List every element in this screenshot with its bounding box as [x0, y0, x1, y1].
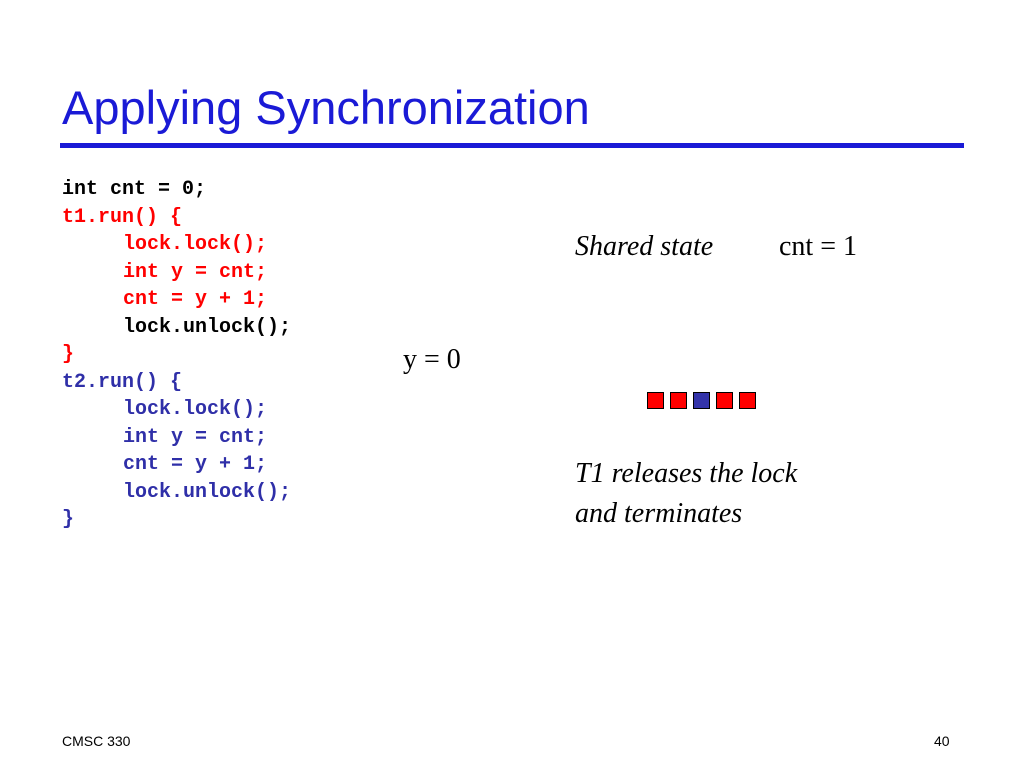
code-line: int y = cnt;: [123, 260, 268, 284]
caption-line-1: T1 releases the lock: [575, 458, 798, 489]
queue-box: [647, 392, 664, 409]
queue-box: [670, 392, 687, 409]
thread-queue: [647, 392, 756, 409]
code-line: }: [62, 508, 75, 531]
queue-box: [716, 392, 733, 409]
code-line: t2.run() {: [62, 370, 183, 394]
footer-page-number: 40: [934, 733, 950, 749]
queue-box: [739, 392, 756, 409]
caption: T1 releases the lock and terminates: [575, 454, 797, 534]
code-line: t1.run() {: [62, 205, 183, 229]
slide-title: Applying Synchronization: [62, 81, 590, 134]
queue-box: [693, 392, 710, 409]
code-line: int cnt = 0;: [62, 178, 207, 201]
code-line: cnt = y + 1;: [123, 453, 268, 476]
code-line: lock.lock();: [123, 233, 268, 256]
code-line: lock.lock();: [123, 398, 268, 421]
code-line: }: [62, 343, 75, 366]
code-line: int y = cnt;: [123, 425, 268, 449]
title-underline: [60, 143, 964, 148]
footer-course: CMSC 330: [62, 733, 131, 749]
code-block: int cnt = 0; t1.run() { lock.lock(); int y …: [62, 176, 291, 534]
local-variable-value: y = 0: [403, 344, 461, 375]
code-line: cnt = y + 1;: [123, 288, 268, 311]
caption-line-2: and terminates: [575, 498, 743, 529]
code-line: lock.unlock();: [123, 480, 292, 504]
code-line: lock.unlock();: [123, 315, 292, 339]
shared-state-label: Shared state: [575, 231, 714, 262]
shared-state-value: cnt = 1: [779, 231, 857, 262]
